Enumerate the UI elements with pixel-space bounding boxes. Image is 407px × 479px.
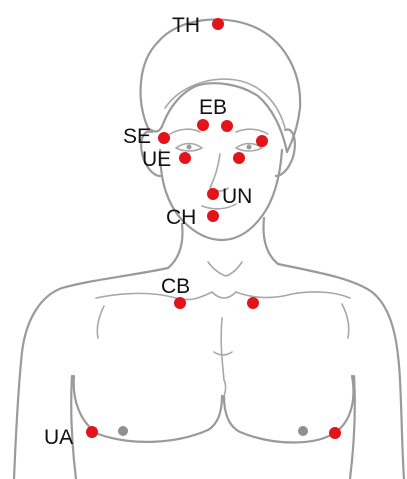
neck-left xyxy=(168,224,182,268)
point-eb-left[interactable] xyxy=(197,119,209,131)
label-ue: UE xyxy=(142,148,171,171)
right-pupil xyxy=(247,145,252,150)
sternum-notch-curve xyxy=(214,352,232,355)
right-brow xyxy=(236,129,268,134)
right-deltoid-line xyxy=(342,304,349,338)
point-eb-right[interactable] xyxy=(221,120,233,132)
point-se-left[interactable] xyxy=(158,132,170,144)
sternum-line xyxy=(221,318,225,396)
label-eb: EB xyxy=(199,96,227,119)
left-pupil xyxy=(187,145,192,150)
right-nipple xyxy=(298,426,308,436)
point-ch[interactable] xyxy=(207,210,219,222)
label-un: UN xyxy=(222,185,252,208)
left-clavicle xyxy=(96,292,212,300)
left-shoulder xyxy=(14,268,168,479)
point-ua-left[interactable] xyxy=(86,426,98,438)
right-shoulder xyxy=(278,264,404,479)
sternal-notch xyxy=(212,292,236,298)
point-ua-right[interactable] xyxy=(329,427,341,439)
left-brow xyxy=(170,129,200,134)
label-th: TH xyxy=(172,14,200,37)
label-se: SE xyxy=(123,125,151,148)
left-deltoid-line xyxy=(97,306,104,338)
body-outline xyxy=(14,19,404,479)
label-ch: CH xyxy=(166,206,196,229)
label-cb: CB xyxy=(161,275,190,298)
point-ue-left[interactable] xyxy=(179,152,191,164)
point-cb-left[interactable] xyxy=(174,297,186,309)
point-th[interactable] xyxy=(212,18,224,30)
left-nipple xyxy=(118,426,128,436)
point-ue-right[interactable] xyxy=(233,152,245,164)
acupoints xyxy=(86,18,341,439)
point-cb-right[interactable] xyxy=(247,297,259,309)
point-se-right[interactable] xyxy=(256,135,268,147)
neck-right xyxy=(264,218,278,264)
label-ua: UA xyxy=(44,426,73,449)
neck-tendon xyxy=(208,262,242,276)
point-un[interactable] xyxy=(207,188,219,200)
